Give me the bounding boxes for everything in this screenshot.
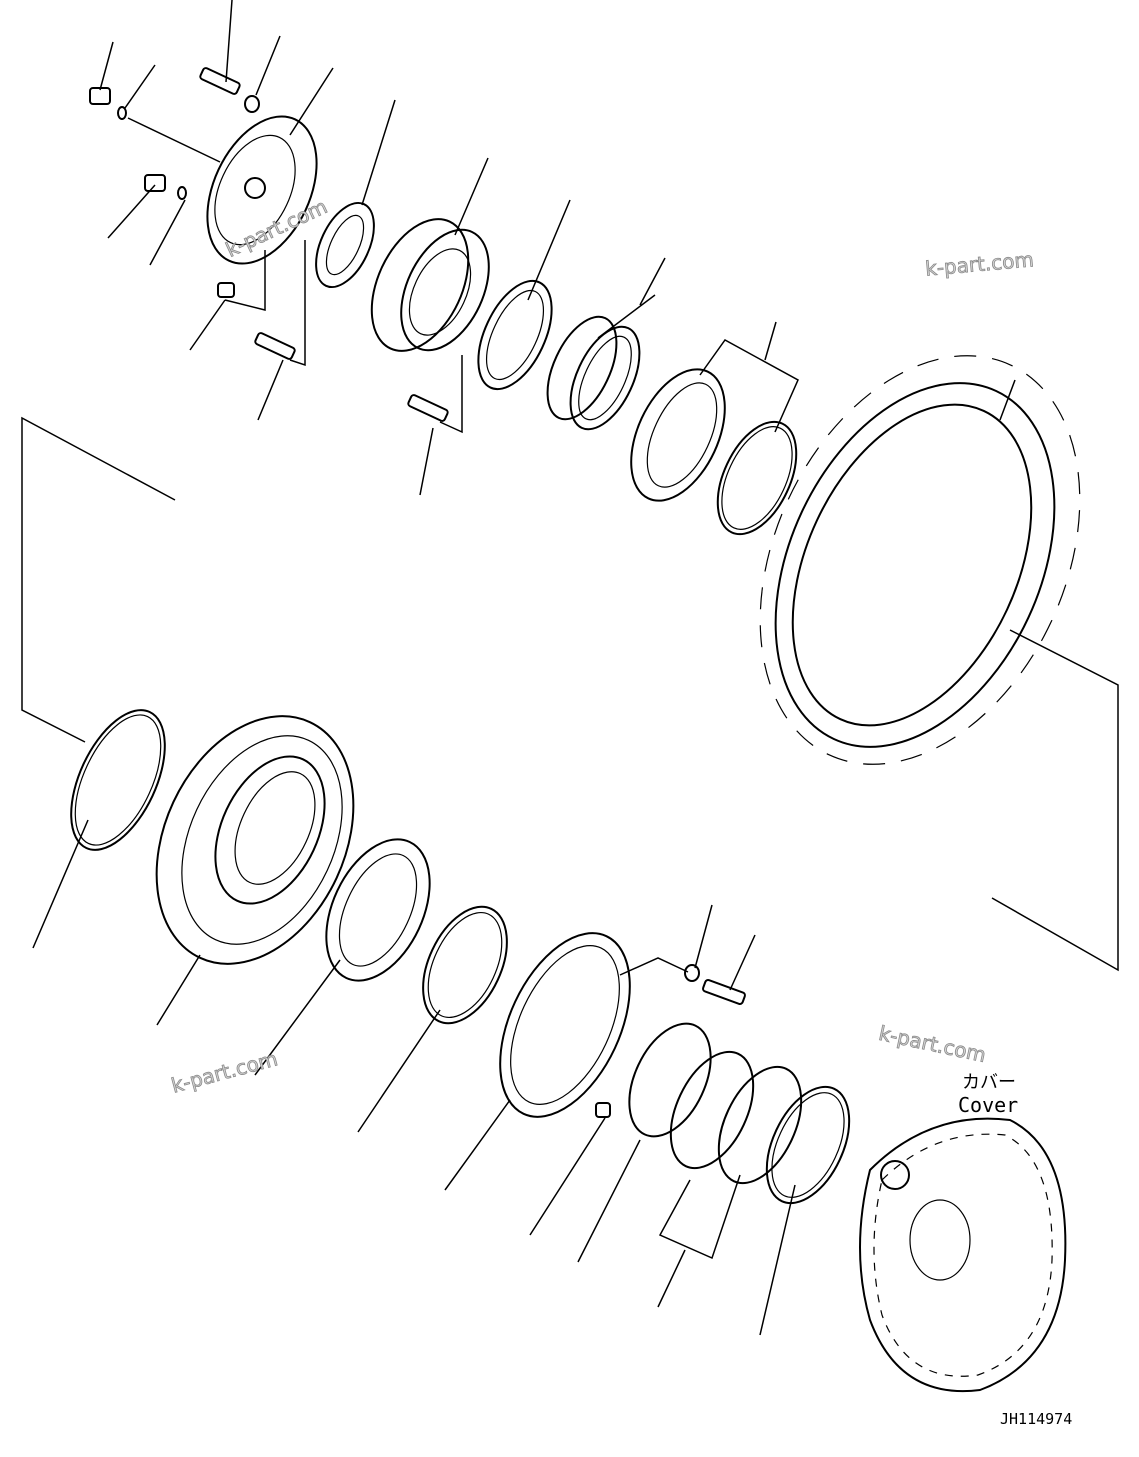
ring-gear-hub: [370, 218, 490, 352]
roller-bearing: [630, 368, 726, 502]
bearing-cage: [477, 279, 553, 391]
o-ring: [70, 709, 166, 851]
cover-label-japanese: カバー: [962, 1072, 1016, 1093]
seal-ring: [716, 420, 798, 536]
floating-seal: [628, 1022, 851, 1205]
bearing-races: [546, 315, 641, 431]
cover: [859, 1117, 1067, 1393]
planetary-carrier: [206, 115, 318, 265]
retainer: [499, 932, 631, 1118]
thrust-washer: [315, 201, 375, 289]
lower-seal-ring: [422, 905, 508, 1025]
sprocket: [759, 355, 1081, 765]
hub-housing: [155, 715, 355, 965]
bolts-and-fasteners: [89, 67, 746, 1118]
drawing-id: JH114974: [1000, 1410, 1073, 1428]
lower-roller-bearing: [325, 838, 431, 982]
leader-lines: [21, 0, 1119, 1336]
cover-label-english: Cover: [958, 1093, 1019, 1117]
